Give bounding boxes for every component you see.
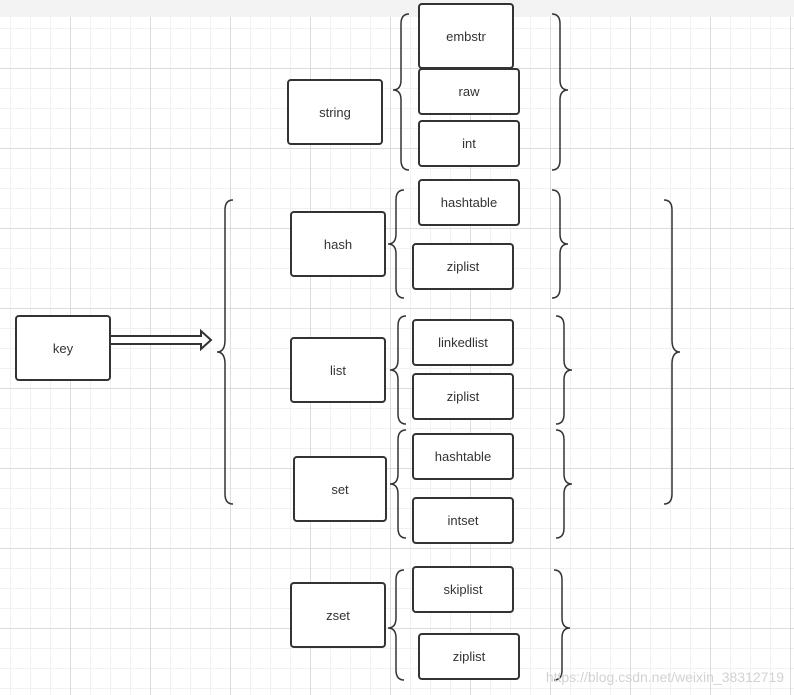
type-node-hash[interactable]: hash (290, 211, 386, 277)
hash-left-brace (387, 189, 405, 299)
canvas-top-bar (0, 0, 794, 17)
zset-right-brace (553, 569, 571, 681)
type-node-zset[interactable]: zset (290, 582, 386, 648)
type-node-list[interactable]: list (290, 337, 386, 403)
zset-left-brace (387, 569, 405, 681)
encoding-node-zset-skiplist[interactable]: skiplist (412, 566, 514, 613)
encoding-node-zset-ziplist[interactable]: ziplist (418, 633, 520, 680)
encoding-node-list-linkedlist[interactable]: linkedlist (412, 319, 514, 366)
set-right-brace (555, 429, 573, 539)
encoding-node-set-intset[interactable]: intset (412, 497, 514, 544)
string-right-brace (551, 13, 569, 171)
encoding-node-string-int[interactable]: int (418, 120, 520, 167)
hash-right-brace (551, 189, 569, 299)
list-left-brace (389, 315, 407, 425)
key-node[interactable]: key (15, 315, 111, 381)
arrow-key-to-types (104, 328, 213, 352)
encoding-node-string-embstr[interactable]: embstr (418, 3, 514, 69)
types-group-brace (216, 199, 234, 505)
watermark-text: https://blog.csdn.net/weixin_38312719 (545, 669, 784, 685)
encoding-node-hash-hashtable[interactable]: hashtable (418, 179, 520, 226)
encoding-node-hash-ziplist[interactable]: ziplist (412, 243, 514, 290)
encoding-node-string-raw[interactable]: raw (418, 68, 520, 115)
encoding-node-list-ziplist[interactable]: ziplist (412, 373, 514, 420)
list-right-brace (555, 315, 573, 425)
outer-right-brace (663, 199, 681, 505)
encoding-node-set-hashtable[interactable]: hashtable (412, 433, 514, 480)
set-left-brace (389, 429, 407, 539)
type-node-string[interactable]: string (287, 79, 383, 145)
string-left-brace (392, 13, 410, 171)
type-node-set[interactable]: set (293, 456, 387, 522)
